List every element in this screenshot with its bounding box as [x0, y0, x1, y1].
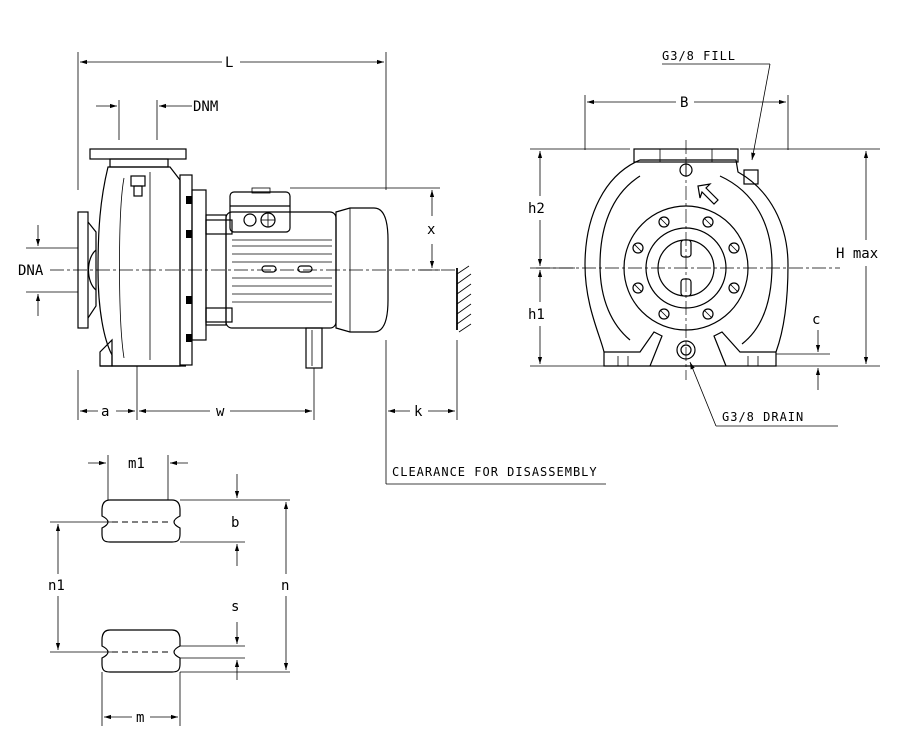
dim-n-label: n: [281, 578, 289, 594]
dim-s-label: s: [231, 599, 239, 615]
foot-plate-top: [101, 499, 181, 543]
dim-x-label: x: [427, 222, 435, 238]
dim-L-label: L: [225, 55, 233, 71]
dim-h2-label: h2: [528, 201, 545, 217]
volute-front: [584, 159, 789, 367]
side-view: L DNM: [18, 52, 606, 485]
dim-a-label: a: [101, 404, 109, 420]
bolt-holes: [632, 216, 740, 320]
dim-k-label: k: [414, 404, 423, 420]
dim-B-label: B: [680, 95, 688, 111]
dim-n1-label: n1: [48, 578, 65, 594]
discharge-flange: [89, 148, 187, 160]
dim-Hmax-label: H max: [836, 246, 878, 262]
drain-note: G3/8 DRAIN: [722, 410, 804, 424]
clearance-note: CLEARANCE FOR DISASSEMBLY: [392, 465, 598, 479]
fill-note: G3/8 FILL: [662, 49, 736, 63]
fan-cover: [335, 207, 389, 333]
dim-w-label: w: [216, 404, 225, 420]
dim-DNA-label: DNA: [18, 263, 44, 279]
dim-b-label: b: [231, 515, 239, 531]
volute-casing: [97, 166, 181, 367]
dim-c-label: c: [812, 312, 820, 328]
foot-detail: m1 b n1 n s m: [48, 455, 290, 726]
front-view: B G3/8 FILL: [528, 49, 880, 427]
dim-m-label: m: [136, 710, 144, 726]
terminal-box: [229, 191, 291, 233]
dim-m1-label: m1: [128, 456, 145, 472]
foot-plate-bottom: [101, 629, 181, 673]
rotation-arrow: [697, 183, 719, 205]
motor-foot: [305, 327, 323, 369]
dim-DNM-label: DNM: [193, 99, 218, 115]
dim-h1-label: h1: [528, 307, 545, 323]
